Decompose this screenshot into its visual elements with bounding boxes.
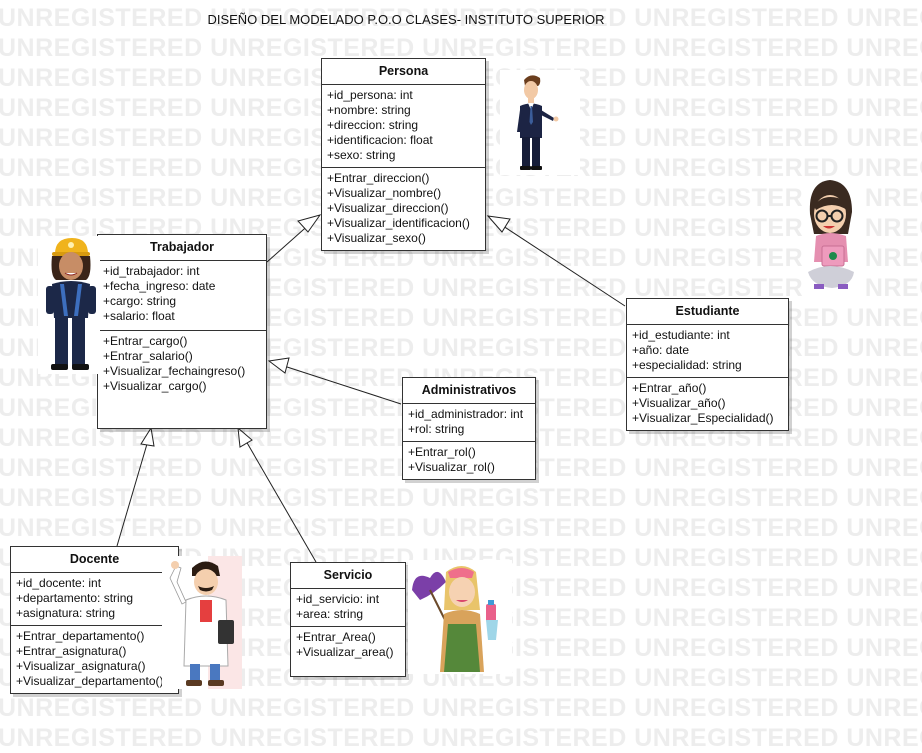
method: +Entrar_direccion() bbox=[327, 171, 430, 185]
method: +Entrar_departamento() bbox=[16, 629, 145, 643]
attribute: +id_estudiante: int bbox=[632, 328, 730, 342]
attribute: +rol: string bbox=[408, 422, 465, 436]
businessman-figure bbox=[500, 70, 580, 175]
doctor-figure bbox=[162, 556, 242, 689]
diagram-title: DISEÑO DEL MODELADO P.O.O CLASES- INSTIT… bbox=[207, 12, 605, 27]
methods-section: +Entrar_año() +Visualizar_año() +Visuali… bbox=[627, 377, 788, 430]
class-name: Estudiante bbox=[627, 299, 788, 325]
class-docente[interactable]: Docente +id_docente: int +departamento: … bbox=[10, 546, 179, 694]
attribute: +sexo: string bbox=[327, 148, 396, 162]
method: +Visualizar_nombre() bbox=[327, 186, 442, 200]
method: +Visualizar_departamento() bbox=[16, 674, 164, 688]
method: +Visualizar_fechaingreso() bbox=[103, 364, 246, 378]
method: +Entrar_cargo() bbox=[103, 334, 188, 348]
methods-section: +Entrar_departamento() +Entrar_asignatur… bbox=[11, 625, 178, 693]
attribute: +id_docente: int bbox=[16, 576, 102, 590]
relation-trabajador-persona bbox=[266, 214, 322, 263]
attributes-section: +id_servicio: int +area: string bbox=[291, 589, 405, 626]
attributes-section: +id_administrador: int +rol: string bbox=[403, 404, 535, 441]
student-girl-figure bbox=[802, 176, 864, 298]
attributes-section: +id_docente: int +departamento: string +… bbox=[11, 573, 178, 625]
method: +Visualizar_sexo() bbox=[327, 231, 426, 245]
method: +Entrar_rol() bbox=[408, 445, 476, 459]
method: +Entrar_salario() bbox=[103, 349, 193, 363]
method: +Visualizar_identificacion() bbox=[327, 216, 470, 230]
method: +Entrar_asignatura() bbox=[16, 644, 127, 658]
method: +Visualizar_Especialidad() bbox=[632, 411, 774, 425]
worker-figure bbox=[38, 236, 100, 374]
attributes-section: +id_estudiante: int +año: date +especial… bbox=[627, 325, 788, 377]
attribute: +año: date bbox=[632, 343, 690, 357]
attribute: +identificacion: float bbox=[327, 133, 433, 147]
attribute: +id_persona: int bbox=[327, 88, 413, 102]
method: +Visualizar_cargo() bbox=[103, 379, 207, 393]
relation-servicio-trabajador bbox=[237, 426, 317, 563]
attributes-section: +id_trabajador: int +fecha_ingreso: date… bbox=[98, 261, 266, 330]
class-persona[interactable]: Persona +id_persona: int +nombre: string… bbox=[321, 58, 486, 251]
attribute: +id_administrador: int bbox=[408, 407, 524, 421]
class-administrativos[interactable]: Administrativos +id_administrador: int +… bbox=[402, 377, 536, 480]
relation-administrativos-trabajador bbox=[267, 357, 402, 405]
methods-section: +Entrar_cargo() +Entrar_salario() +Visua… bbox=[98, 330, 266, 398]
attribute: +especialidad: string bbox=[632, 358, 742, 372]
attribute: +asignatura: string bbox=[16, 606, 116, 620]
relation-docente-trabajador bbox=[116, 426, 155, 547]
relation-estudiante-persona bbox=[486, 215, 626, 307]
method: +Visualizar_rol() bbox=[408, 460, 495, 474]
class-servicio[interactable]: Servicio +id_servicio: int +area: string… bbox=[290, 562, 406, 677]
method: +Entrar_Area() bbox=[296, 630, 376, 644]
attributes-section: +id_persona: int +nombre: string +direcc… bbox=[322, 85, 485, 167]
method: +Visualizar_año() bbox=[632, 396, 726, 410]
method: +Visualizar_asignatura() bbox=[16, 659, 146, 673]
attribute: +direccion: string bbox=[327, 118, 419, 132]
methods-section: +Entrar_rol() +Visualizar_rol() bbox=[403, 441, 535, 479]
class-name: Administrativos bbox=[403, 378, 535, 404]
relations-layer bbox=[116, 214, 626, 563]
class-trabajador[interactable]: Trabajador +id_trabajador: int +fecha_in… bbox=[97, 234, 267, 429]
attribute: +departamento: string bbox=[16, 591, 134, 605]
methods-section: +Entrar_Area() +Visualizar_area() bbox=[291, 626, 405, 664]
class-name: Trabajador bbox=[98, 235, 266, 261]
method: +Entrar_año() bbox=[632, 381, 707, 395]
method: +Visualizar_area() bbox=[296, 645, 394, 659]
attribute: +fecha_ingreso: date bbox=[103, 279, 216, 293]
cleaner-figure bbox=[408, 560, 512, 674]
class-name: Docente bbox=[11, 547, 178, 573]
attribute: +id_servicio: int bbox=[296, 592, 380, 606]
attribute: +salario: float bbox=[103, 309, 175, 323]
attribute: +cargo: string bbox=[103, 294, 177, 308]
class-name: Servicio bbox=[291, 563, 405, 589]
attribute: +id_trabajador: int bbox=[103, 264, 200, 278]
class-name: Persona bbox=[322, 59, 485, 85]
methods-section: +Entrar_direccion() +Visualizar_nombre()… bbox=[322, 167, 485, 250]
method: +Visualizar_direccion() bbox=[327, 201, 449, 215]
class-estudiante[interactable]: Estudiante +id_estudiante: int +año: dat… bbox=[626, 298, 789, 431]
attribute: +area: string bbox=[296, 607, 364, 621]
attribute: +nombre: string bbox=[327, 103, 411, 117]
